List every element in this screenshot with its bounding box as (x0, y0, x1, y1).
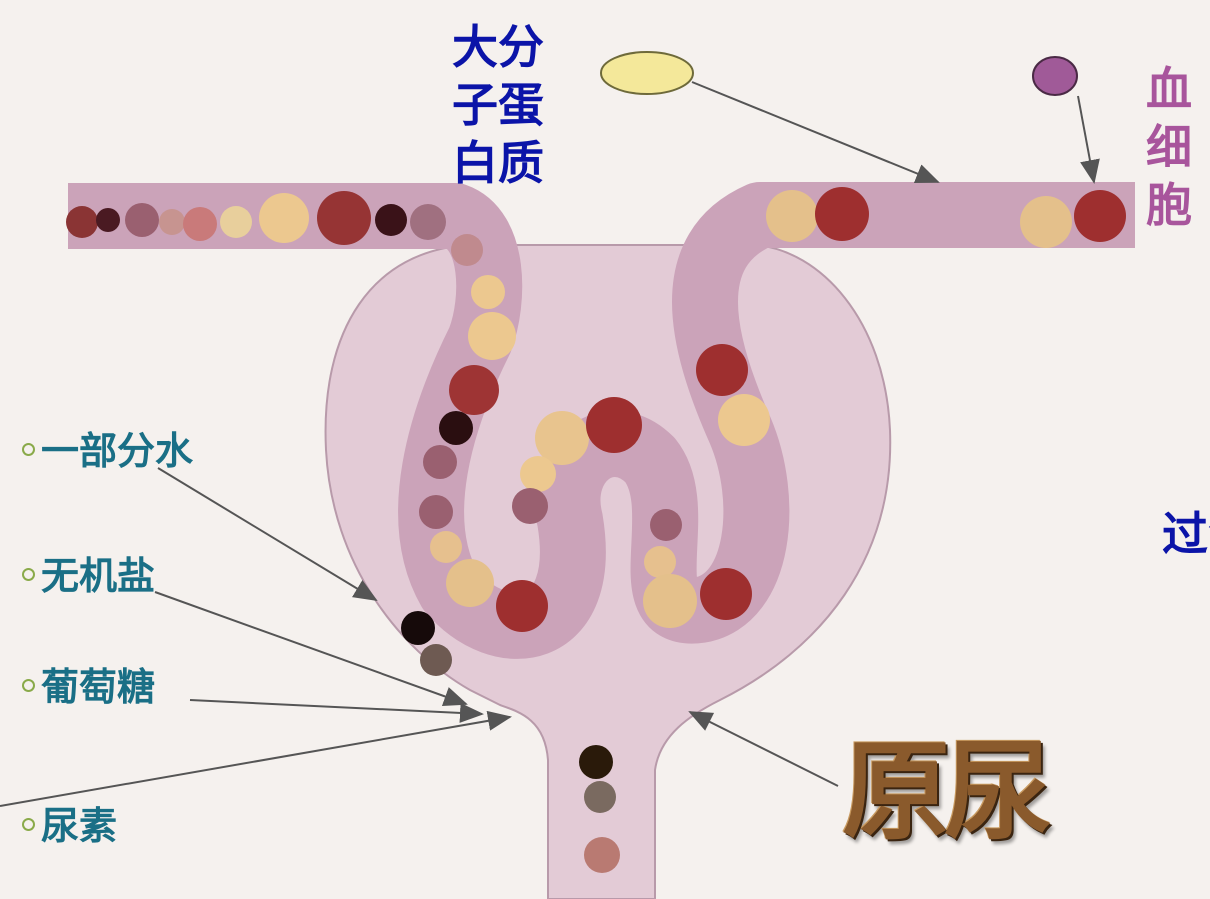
primary-urine-label: 原尿 (842, 705, 1046, 861)
blood-cell-sample (1033, 57, 1077, 95)
bullet-icon (22, 568, 35, 581)
blood-cell-label: 血细胞 (1146, 60, 1210, 234)
item-label: 无机盐 (41, 545, 155, 600)
bullet-icon (22, 443, 35, 456)
bullet-icon (22, 679, 35, 692)
list-item-glucose: 葡萄糖 (22, 656, 155, 711)
protein-label: 大分子蛋白质 (452, 18, 582, 192)
list-item-water: 一部分水 (22, 420, 193, 475)
cutoff-label: 过滤原 (1162, 505, 1210, 563)
list-item-salt: 无机盐 (22, 545, 155, 600)
item-label: 一部分水 (41, 420, 193, 475)
protein-molecule (601, 52, 693, 94)
item-label: 葡萄糖 (41, 656, 155, 711)
item-label: 尿素 (41, 795, 117, 850)
list-item-urea: 尿素 (22, 795, 117, 850)
bullet-icon (22, 818, 35, 831)
